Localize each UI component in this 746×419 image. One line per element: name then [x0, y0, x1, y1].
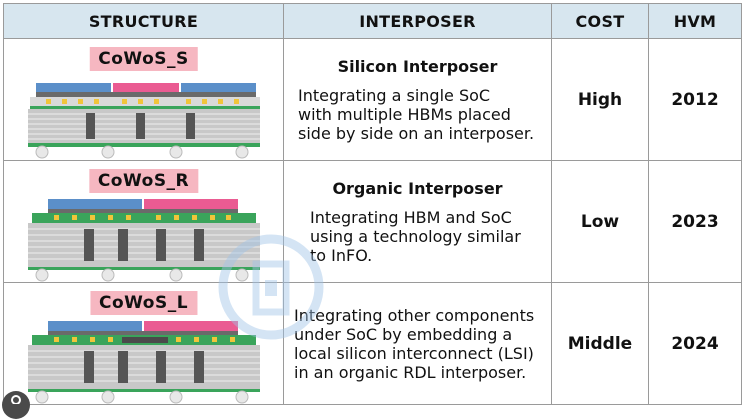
interposer-cell: Integrating other components under SoC b… [283, 282, 552, 405]
interposer-title: Organic Interposer [332, 178, 503, 198]
interposer-cell: Organic Interposer Integrating HBM and S… [283, 160, 552, 283]
cowos-s-package-diagram [28, 83, 260, 159]
interposer-title: Silicon Interposer [337, 56, 498, 76]
structure-cell: CoWoS_L [3, 282, 284, 405]
header-interposer: INTERPOSER [283, 3, 552, 39]
comparison-table: STRUCTURE INTERPOSER COST HVM CoWoS_S [3, 3, 742, 405]
table-row: CoWoS_R [3, 160, 742, 283]
structure-tag: CoWoS_S [89, 47, 198, 71]
cost-cell: Low [551, 160, 649, 283]
hvm-cell: 2023 [648, 160, 742, 283]
camera-lens-icon[interactable] [2, 391, 30, 419]
cowos-r-package-diagram [28, 199, 260, 282]
structure-tag: CoWoS_L [89, 291, 198, 315]
structure-cell: CoWoS_S [3, 38, 284, 161]
cowos-l-package-diagram [28, 321, 260, 404]
interposer-description: Integrating HBM and SoC using a technolo… [310, 207, 521, 265]
table-row: CoWoS_S [3, 38, 742, 161]
cost-cell: Middle [551, 282, 649, 405]
header-hvm: HVM [648, 3, 742, 39]
header-cost: COST [551, 3, 649, 39]
table-row: CoWoS_L [3, 282, 742, 405]
hvm-cell: 2012 [648, 38, 742, 161]
hvm-cell: 2024 [648, 282, 742, 405]
interposer-description: Integrating a single SoC with multiple H… [298, 85, 535, 143]
interposer-description: Integrating other components under SoC b… [294, 305, 535, 382]
structure-tag: CoWoS_R [88, 169, 199, 193]
lens-glyph-icon [11, 395, 21, 404]
header-structure: STRUCTURE [3, 3, 284, 39]
interposer-cell: Silicon Interposer Integrating a single … [283, 38, 552, 161]
structure-cell: CoWoS_R [3, 160, 284, 283]
cost-cell: High [551, 38, 649, 161]
header-row: STRUCTURE INTERPOSER COST HVM [3, 3, 742, 39]
